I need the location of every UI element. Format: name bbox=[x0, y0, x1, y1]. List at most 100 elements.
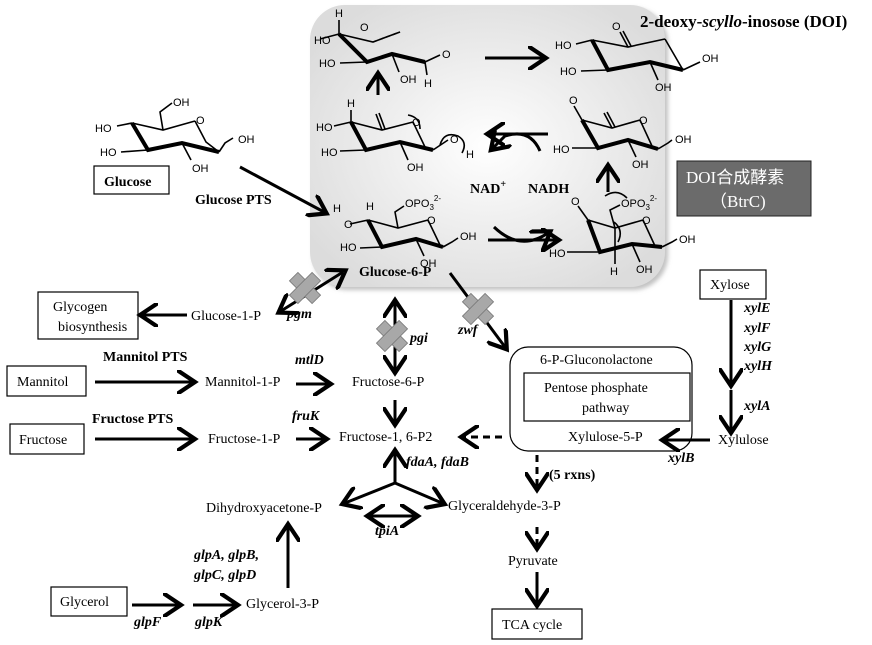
ho-label: HO bbox=[549, 248, 566, 260]
fda-gene-label: fdaA, fdaB bbox=[406, 455, 469, 470]
xylf-gene-label: xylF bbox=[743, 321, 771, 336]
pgm-gene-label: pgm bbox=[286, 307, 312, 322]
doi-synthase-label: DOI合成酵素 bbox=[686, 168, 784, 187]
o-label: O bbox=[571, 196, 580, 208]
mannitol-pts-label: Mannitol PTS bbox=[103, 350, 188, 365]
fruk-gene-label: fruK bbox=[292, 409, 321, 424]
fructose-label: Fructose bbox=[19, 433, 67, 448]
glucose-label: Glucose bbox=[104, 175, 151, 190]
glucose-box bbox=[93, 165, 170, 195]
h-label: H bbox=[466, 149, 474, 161]
ho-label: HO bbox=[340, 242, 357, 254]
glucose-structure: OH O HO HO OH OH bbox=[95, 97, 255, 175]
oh-label: OH bbox=[420, 258, 437, 270]
glpf-gene-label: glpF bbox=[133, 615, 162, 630]
pyruvate-label: Pyruvate bbox=[508, 554, 558, 569]
o-label: O bbox=[427, 215, 436, 227]
mtld-gene-label: mtlD bbox=[295, 353, 324, 368]
o-label: O bbox=[569, 95, 578, 107]
oh-label: OH bbox=[636, 264, 653, 276]
ho-label: HO bbox=[95, 123, 112, 135]
o-label: O bbox=[344, 219, 353, 231]
oh-label: OH bbox=[238, 134, 255, 146]
glp-ab-gene-label: glpA, glpB, bbox=[193, 548, 259, 563]
pathway-label: pathway bbox=[582, 401, 629, 416]
doi-title: 2-deoxy-scyllo-inosose (DOI) bbox=[640, 12, 847, 31]
xylh-gene-label: xylH bbox=[743, 359, 773, 374]
mannitol-1-p-label: Mannitol-1-P bbox=[205, 375, 281, 390]
o-label: O bbox=[442, 49, 451, 61]
glucose-1-p-label: Glucose-1-P bbox=[191, 309, 261, 324]
ho-label: HO bbox=[553, 144, 570, 156]
glucose-6-p-label: Glucose-6-P bbox=[359, 265, 432, 280]
keto-intermediate-structure: H HO HO O O H OH bbox=[316, 98, 474, 174]
h-label: H bbox=[610, 266, 618, 278]
ho-label: HO bbox=[316, 122, 333, 134]
o-label: O bbox=[450, 134, 459, 146]
mannitol-label: Mannitol bbox=[17, 375, 68, 390]
o-label: O bbox=[360, 22, 369, 34]
oh-label: OH bbox=[655, 82, 672, 94]
glycogen-biosynthesis-box bbox=[37, 291, 139, 340]
nadh-oxidation-curve bbox=[493, 134, 542, 151]
biosynthesis-label: biosynthesis bbox=[58, 320, 127, 335]
pentose-phosphate-label: Pentose phosphate bbox=[544, 381, 648, 396]
glpk-gene-label: glpK bbox=[194, 615, 224, 630]
zwf-gene-label: zwf bbox=[457, 323, 479, 338]
doi-synthase-box bbox=[676, 160, 812, 217]
nad-label: NAD+ bbox=[470, 179, 506, 197]
fructose-1-6-p2-label: Fructose-1, 6-P2 bbox=[339, 430, 432, 445]
keto-lactone-intermediate-structure: O HO O OH OH bbox=[553, 95, 692, 171]
o-label: O bbox=[612, 21, 621, 33]
ho-label: HO bbox=[319, 58, 336, 70]
fructose-6-p-label: Fructose-6-P bbox=[352, 375, 425, 390]
o-label: O bbox=[412, 117, 421, 129]
mannitol-box bbox=[6, 365, 87, 397]
oh-label: OH bbox=[407, 162, 424, 174]
glycerol-label: Glycerol bbox=[60, 595, 109, 610]
ho-label: HO bbox=[560, 66, 577, 78]
oh-label: OH bbox=[460, 231, 477, 243]
h-label: H bbox=[333, 203, 341, 215]
doi-structure: O HO HO OH OH bbox=[555, 21, 719, 94]
ho-label: HO bbox=[555, 40, 572, 52]
glucose-pts-arrow bbox=[239, 165, 324, 212]
pgi-knockout-cross-icon bbox=[375, 319, 409, 353]
pentose-phosphate-box bbox=[523, 372, 691, 422]
fructose-box bbox=[9, 423, 85, 455]
oh-label: OH bbox=[192, 163, 209, 175]
opo3-label: OPO32- bbox=[405, 194, 441, 212]
oh-label: OH bbox=[675, 134, 692, 146]
xylg-gene-label: xylG bbox=[743, 340, 771, 355]
glp-cd-gene-label: glpC, glpD bbox=[193, 568, 256, 583]
oh-label: OH bbox=[173, 97, 190, 109]
phosphate-keto-intermediate-structure: O OPO32- O OH HO H OH bbox=[549, 191, 696, 278]
glycerol-3-p-label: Glycerol-3-P bbox=[246, 597, 319, 612]
oh-label: OH bbox=[400, 74, 417, 86]
o-label: O bbox=[639, 115, 648, 127]
glucose-6-phosphate-structure: H O H OPO32- O HO OH OH bbox=[333, 194, 477, 270]
h-label: H bbox=[335, 8, 343, 20]
nad-reduction-curve bbox=[492, 225, 548, 241]
gluconolactone-label: 6-P-Gluconolactone bbox=[540, 353, 653, 368]
glycerol-box bbox=[50, 586, 128, 617]
h-label: H bbox=[366, 201, 374, 213]
fructose-pts-label: Fructose PTS bbox=[92, 412, 173, 427]
h-label: H bbox=[424, 78, 432, 90]
aldolase-right-arrow bbox=[394, 481, 442, 503]
xyla-gene-label: xylA bbox=[743, 399, 770, 414]
tpia-gene-label: tpiA bbox=[375, 524, 399, 539]
xylb-gene-label: xylB bbox=[667, 451, 694, 466]
dhap-label: Dihydroxyacetone-P bbox=[206, 501, 322, 516]
glucose-pts-label: Glucose PTS bbox=[195, 193, 272, 208]
o-label: O bbox=[642, 215, 651, 227]
pgi-gene-label: pgi bbox=[409, 331, 428, 346]
fructose-1-p-label: Fructose-1-P bbox=[208, 432, 281, 447]
xyle-gene-label: xylE bbox=[743, 301, 770, 316]
nadh-label: NADH bbox=[528, 182, 569, 197]
xylulose-label: Xylulose bbox=[718, 433, 769, 448]
opo3-label: OPO32- bbox=[621, 194, 657, 212]
pgm-knockout-cross-icon bbox=[288, 271, 322, 305]
ho-label: HO bbox=[314, 35, 331, 47]
